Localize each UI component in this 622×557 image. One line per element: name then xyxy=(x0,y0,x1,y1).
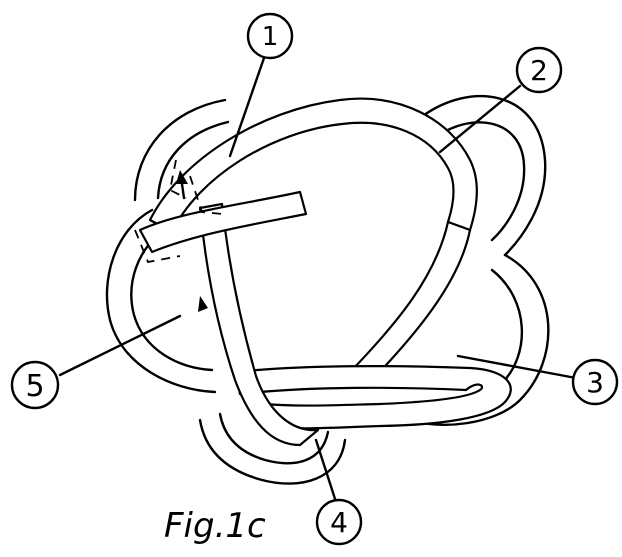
callout-3: 3 xyxy=(571,358,619,406)
dashed-segment-a xyxy=(134,229,181,264)
band-left-vertical xyxy=(198,202,320,447)
direction-arrows xyxy=(176,170,208,312)
leader-1 xyxy=(228,56,266,158)
arrow-up-stem xyxy=(180,182,186,200)
leader-5 xyxy=(58,314,182,377)
outer-loop-left-inner xyxy=(130,226,214,372)
callout-5-label: 5 xyxy=(25,369,44,404)
arrow-down-icon xyxy=(198,296,208,312)
outer-loop-top-left xyxy=(133,98,227,202)
outer-loop-right xyxy=(408,253,550,427)
callout-5: 5 xyxy=(10,360,60,410)
leader-4 xyxy=(314,438,338,504)
leader-3 xyxy=(456,354,578,380)
callout-4-circle xyxy=(315,498,363,546)
callout-1-circle xyxy=(246,12,294,60)
knot-strands xyxy=(105,95,550,485)
callout-leaders xyxy=(58,56,578,504)
dashed-segment-b xyxy=(189,175,223,215)
callout-5-circle xyxy=(10,360,60,410)
arrow-up-icon xyxy=(176,170,188,184)
outer-loop-top-right xyxy=(418,95,547,257)
callout-1-label: 1 xyxy=(262,22,279,52)
callout-4-label: 4 xyxy=(330,506,348,539)
callout-1: 1 xyxy=(246,12,294,60)
outer-loop-bottom xyxy=(198,418,347,485)
outer-loop-bottom-inner xyxy=(218,412,330,465)
callout-4: 4 xyxy=(315,498,363,546)
outer-loop-top-right-inner xyxy=(430,121,526,242)
band-upper-left-cross xyxy=(138,190,308,254)
callout-3-circle xyxy=(571,358,619,406)
figure-caption: Fig.1c xyxy=(164,506,266,546)
callout-2: 2 xyxy=(515,46,563,94)
outer-loop-left xyxy=(105,208,217,394)
callout-3-label: 3 xyxy=(586,366,604,399)
callout-2-circle xyxy=(515,46,563,94)
hidden-strand-dashes xyxy=(134,159,223,264)
band-right-diagonal xyxy=(350,220,472,382)
leader-2 xyxy=(438,84,522,154)
outer-loop-top-left-inner xyxy=(156,120,230,200)
callout-2-label: 2 xyxy=(530,54,548,87)
